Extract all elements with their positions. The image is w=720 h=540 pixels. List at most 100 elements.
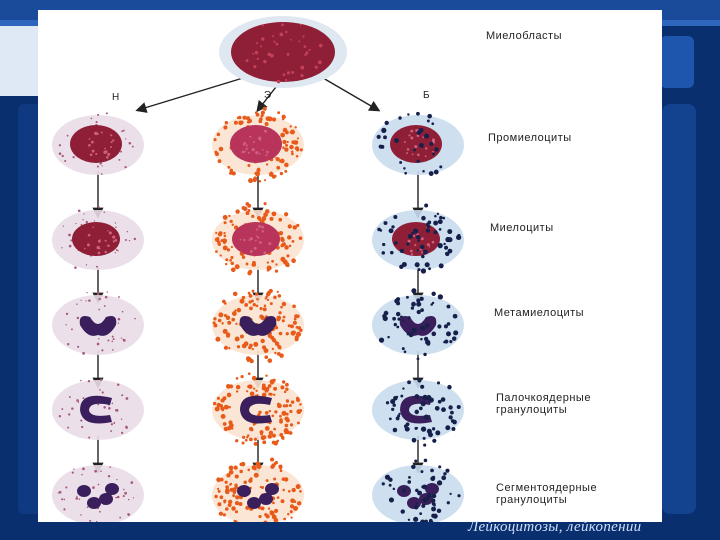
eosinophil-granule — [262, 111, 265, 114]
neutrophil-granule — [97, 403, 100, 406]
eosinophil-granule — [285, 130, 289, 135]
neutrophil-granule — [101, 165, 103, 167]
eosinophil-granule — [294, 126, 297, 129]
eosinophil-granule — [292, 320, 297, 325]
nucleus-texture — [432, 150, 434, 153]
eosinophil-cell — [212, 202, 304, 276]
eosinophil-granule — [272, 378, 276, 382]
eosinophil-granule — [217, 318, 222, 323]
eosinophil-granule — [235, 384, 241, 390]
root-stage-label: Миелобласты — [486, 30, 563, 42]
basophil-granule — [436, 212, 440, 216]
eosinophil-granule — [235, 439, 239, 443]
eosinophil-granule — [276, 315, 282, 321]
nucleus-texture — [249, 135, 252, 138]
basophil-granule — [427, 220, 432, 225]
basophil-granule — [423, 458, 428, 463]
basophil-granule — [388, 228, 394, 234]
eosinophil-granule — [215, 250, 218, 253]
eosinophil-granule — [224, 121, 229, 125]
basophil-granule — [438, 263, 444, 269]
cell-cytoplasm — [52, 380, 144, 440]
nucleus-texture — [97, 251, 101, 255]
eosinophil-granule — [234, 336, 240, 342]
neutrophil-granule — [97, 206, 100, 209]
neutrophil-granule — [120, 337, 123, 339]
eosinophil-granule — [299, 403, 302, 406]
eosinophil-granule — [247, 271, 252, 276]
eosinophil-granule — [288, 490, 291, 493]
eosinophil-granule — [216, 132, 221, 137]
basophil-granule — [377, 227, 381, 232]
neutrophil-granule — [117, 250, 119, 252]
nucleus-texture — [315, 66, 318, 69]
eosinophil-granule — [223, 404, 229, 410]
basophil-granule — [434, 405, 440, 411]
basophil-granule — [418, 127, 424, 133]
eosinophil-granule — [267, 434, 273, 439]
eosinophil-granule — [259, 430, 264, 435]
eosinophil-granule — [282, 146, 285, 149]
nucleus-texture — [406, 152, 408, 155]
eosinophil-granule — [233, 465, 238, 470]
eosinophil-granule — [247, 203, 252, 208]
eosinophil-granule — [260, 435, 266, 441]
nucleus-texture — [299, 23, 302, 26]
basophil-granule — [435, 430, 441, 436]
eosinophil-granule — [260, 506, 265, 511]
eosinophil-granule — [235, 377, 239, 380]
neutrophil-granule — [88, 436, 91, 439]
eosinophil-granule — [223, 345, 229, 350]
eosinophil-granule — [281, 114, 286, 119]
eosinophil-granule — [223, 426, 229, 432]
basophil-granule — [445, 425, 451, 431]
eosinophil-granule — [275, 157, 280, 162]
basophil-granule — [401, 347, 405, 351]
eosinophil-granule — [235, 495, 240, 500]
eosinophil-granule — [298, 236, 303, 240]
nucleus-texture — [302, 35, 305, 38]
basophil-granule — [424, 323, 430, 328]
neutrophil-granule — [68, 233, 71, 237]
basophil-granule — [420, 268, 427, 274]
eosinophil-granule — [246, 435, 249, 439]
eosinophil-granule — [275, 263, 278, 266]
neutrophil-granule — [83, 213, 85, 215]
basophil-granule — [420, 426, 427, 432]
eosinophil-granule — [285, 412, 289, 416]
nucleus-texture — [431, 240, 435, 244]
eosinophil-granule — [274, 351, 277, 355]
nucleus-texture — [107, 230, 109, 232]
neutrophil-granule — [127, 513, 131, 516]
basophil-granule — [421, 215, 426, 221]
neutrophil-granule — [66, 134, 69, 137]
basophil-granule — [444, 245, 449, 250]
neutrophil-granule — [97, 483, 100, 486]
basophil-granule — [393, 322, 397, 327]
eosinophil-granule — [291, 239, 295, 243]
neutrophil-granule — [99, 510, 101, 513]
eosinophil-granule — [277, 294, 282, 298]
nucleus-texture — [88, 144, 91, 147]
basophil-granule — [444, 339, 449, 344]
nucleus-texture — [91, 149, 95, 153]
neutrophil-granule — [88, 299, 91, 302]
eosinophil-granule — [234, 500, 240, 506]
eosinophil-granule — [269, 302, 273, 306]
basophil-granule — [392, 403, 396, 407]
basophil-granule — [411, 327, 417, 333]
basophil-granule — [428, 432, 433, 438]
basophil-granule — [410, 306, 415, 310]
neutrophil-granule — [87, 379, 91, 383]
eosinophil-granule — [289, 125, 292, 128]
basophil-granule — [437, 242, 443, 249]
neutrophil-granule — [112, 338, 115, 341]
eosinophil-granule — [259, 485, 262, 489]
basophil-granule — [425, 228, 430, 233]
eosinophil-granule — [214, 494, 218, 499]
nucleus-texture — [258, 224, 262, 228]
eosinophil-granule — [285, 263, 290, 268]
neutrophil-granule — [68, 396, 71, 398]
nucleus-texture — [261, 24, 265, 27]
nucleus-segment — [247, 497, 261, 509]
